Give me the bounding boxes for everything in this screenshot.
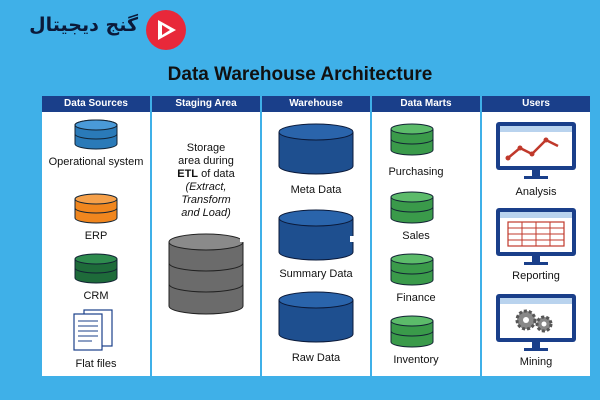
database-icon	[278, 123, 354, 175]
mart-label-inventory: Inventory	[393, 354, 439, 366]
arrow-left-icon	[460, 262, 478, 276]
column-data-sources: Data Sources Operational system ERP CRM …	[42, 96, 150, 376]
database-icon	[74, 193, 118, 224]
column-header: Users	[482, 96, 590, 112]
database-icon	[278, 291, 354, 343]
arrow-right-icon	[128, 326, 146, 340]
warehouse-label-raw: Raw Data	[291, 352, 341, 364]
staging-text-italic: and Load)	[181, 207, 231, 219]
staging-text-italic: (Extract,	[185, 181, 227, 193]
source-label-flat-files: Flat files	[75, 358, 117, 370]
arrow-right-icon	[128, 204, 146, 218]
monitor-chart-icon	[496, 122, 576, 179]
database-icon	[390, 191, 434, 224]
arrow-right-icon	[128, 130, 146, 144]
source-label-operational: Operational system	[48, 156, 144, 168]
staging-text-line: ETL of data	[158, 168, 254, 181]
mart-label-finance: Finance	[396, 292, 436, 304]
staging-text-line: area during	[178, 155, 234, 167]
arrow-right-icon	[350, 232, 368, 246]
database-icon	[168, 233, 244, 315]
column-header: Data Marts	[372, 96, 480, 112]
monitor-table-icon	[496, 208, 576, 265]
database-icon	[278, 209, 354, 261]
logo-text: گنج دیجیتال	[29, 14, 138, 36]
brand-logo: گنج دیجیتال	[18, 8, 188, 52]
arrow-right-icon	[240, 160, 258, 174]
arrow-left-icon	[460, 318, 478, 332]
warehouse-label-meta: Meta Data	[290, 184, 342, 196]
column-header: Staging Area	[152, 96, 260, 112]
column-header: Data Sources	[42, 96, 150, 112]
staging-description: Storage area during ETL of data (Extract…	[158, 142, 254, 220]
monitor-gears-icon	[496, 294, 576, 351]
arrow-right-icon	[240, 308, 258, 322]
arrow-left-icon	[460, 130, 478, 144]
source-label-erp: ERP	[84, 230, 108, 242]
staging-etl: ETL	[177, 168, 199, 180]
document-icon	[73, 309, 113, 351]
database-icon	[74, 119, 118, 150]
column-users: Users Analysis Reporting	[482, 96, 590, 376]
arrow-left-icon	[460, 204, 478, 218]
user-label-mining: Mining	[519, 356, 553, 368]
user-label-analysis: Analysis	[515, 186, 557, 198]
source-label-crm: CRM	[83, 290, 109, 302]
user-label-reporting: Reporting	[512, 270, 560, 282]
mart-label-purchasing: Purchasing	[388, 166, 444, 178]
staging-text-italic: Transform	[181, 194, 231, 206]
staging-text-rest: of data	[198, 168, 235, 180]
play-logo-icon	[146, 10, 186, 50]
database-icon	[390, 123, 434, 156]
database-icon	[390, 253, 434, 286]
arrow-left-icon	[460, 155, 478, 169]
mart-label-sales: Sales	[402, 230, 430, 242]
column-header: Warehouse	[262, 96, 370, 112]
arrow-right-icon	[128, 262, 146, 276]
arrow-right-icon	[240, 232, 258, 246]
arrow-left-icon	[460, 232, 478, 246]
database-icon	[74, 253, 118, 284]
warehouse-label-summary: Summary Data	[279, 268, 353, 280]
staging-text-line: Storage	[186, 142, 226, 154]
diagram-title: Data Warehouse Architecture	[167, 64, 433, 85]
database-icon	[390, 315, 434, 348]
column-data-marts: Data Marts Purchasing Sales Finance Inve…	[372, 96, 480, 376]
